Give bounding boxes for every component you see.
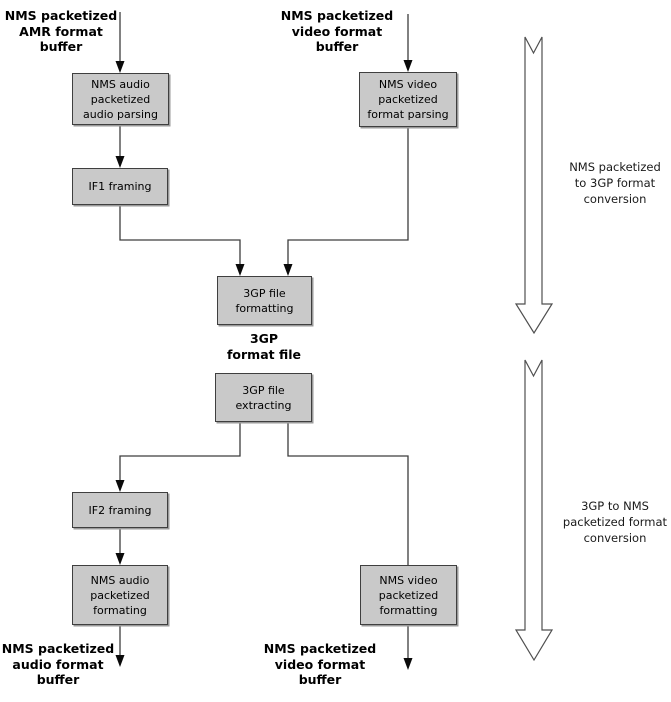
label-3gp-format-file: 3GP format file [226,331,301,362]
label-3gp-to-nms-conversion: 3GP to NMS packetized format conversion [562,499,668,545]
big-down-arrow-to-nms [514,359,554,662]
label-nms-packetized-amr-buffer: NMS packetized AMR format buffer [4,8,118,54]
node-if2-framing: IF2 framing [72,492,168,528]
connector-video-parsing-to-gp-formatting [283,128,409,276]
connector-gp-extracting-to-if2 [115,423,241,492]
connector-audio-formating-to-buffer [115,626,125,667]
connector-audio-parsing-to-if1 [115,126,125,168]
connector-video-formatting-to-buffer [403,626,413,670]
connector-video-buffer-to-video-parsing [403,14,413,72]
node-nms-audio-packetized-audio-parsing: NMS audio packetized audio parsing [72,73,169,125]
label-nms-packetized-video-buffer-top: NMS packetized video format buffer [280,8,394,54]
node-if1-framing: IF1 framing [72,168,168,205]
connector-gp-extracting-to-video-formatting [287,423,409,565]
node-3gp-file-formatting: 3GP file formatting [217,276,312,325]
label-nms-to-3gp-conversion: NMS packetized to 3GP format conversion [569,160,661,206]
connector-if2-to-audio-formating [115,529,125,565]
node-nms-audio-packetized-formating: NMS audio packetized formating [72,565,168,625]
connector-if1-to-gp-formatting [119,205,245,276]
node-nms-video-packetized-formatting: NMS video packetized formatting [360,565,457,625]
node-3gp-file-extracting: 3GP file extracting [215,373,312,422]
label-nms-packetized-video-buffer-bottom: NMS packetized video format buffer [263,641,377,687]
node-nms-video-packetized-format-parsing: NMS video packetized format parsing [359,72,457,127]
label-nms-packetized-audio-buffer: NMS packetized audio format buffer [1,641,115,687]
big-down-arrow-to-3gp [514,36,554,335]
